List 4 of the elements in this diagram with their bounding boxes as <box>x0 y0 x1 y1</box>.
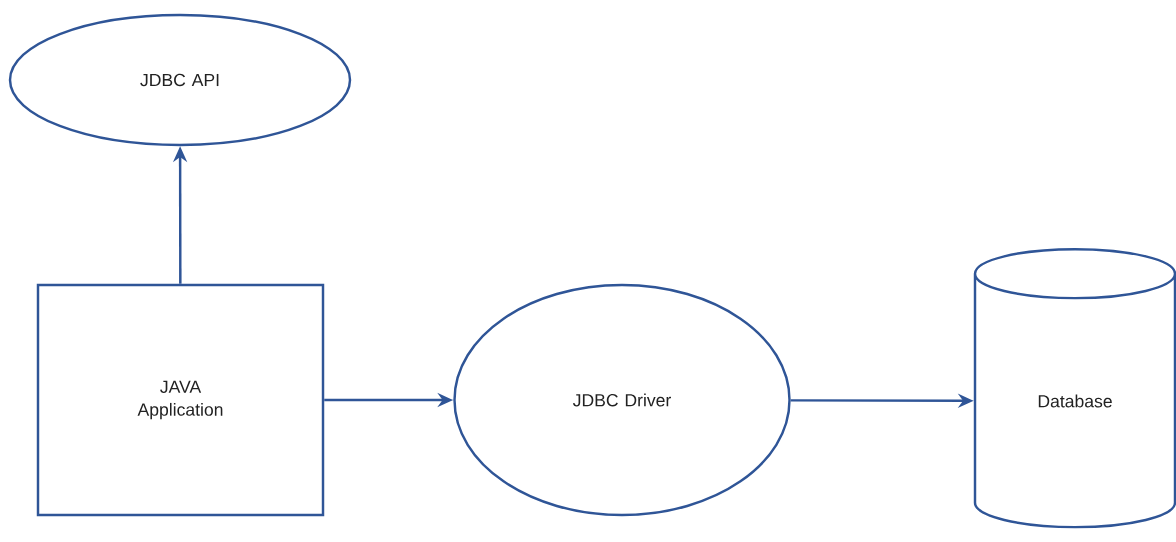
process-box: JAVA Application <box>36 283 325 517</box>
database-cylinder: Database <box>973 247 1176 529</box>
ellipse-node: JDBC Driver <box>453 283 791 517</box>
ellipse-node: JDBC API <box>8 13 352 147</box>
